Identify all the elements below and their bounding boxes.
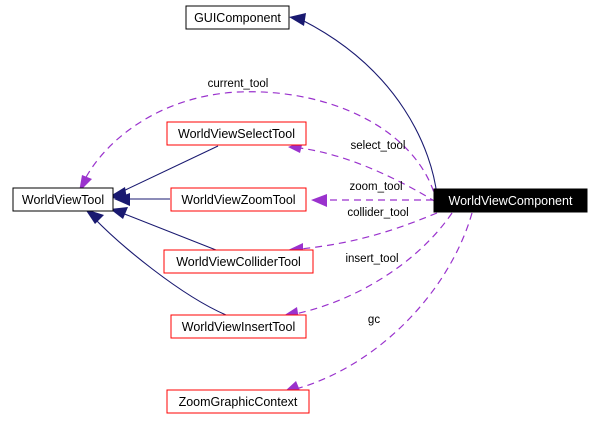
node-zoom-graphic-context[interactable]: ZoomGraphicContext (166, 389, 310, 414)
node-box-gui-component[interactable] (185, 5, 290, 30)
node-label-gui-component: GUIComponent (194, 11, 281, 25)
node-box-world-view-tool[interactable] (12, 187, 114, 212)
node-box-world-view-zoom-tool[interactable] (170, 187, 307, 212)
association-line-select-tool (299, 147, 437, 203)
edge-collider-inherits-tool (110, 207, 217, 251)
node-label-world-view-select-tool: WorldViewSelectTool (178, 127, 295, 141)
node-world-view-zoom-tool[interactable]: WorldViewZoomTool (170, 187, 307, 212)
edge-current-tool: current_tool (79, 78, 438, 204)
node-world-view-collider-tool[interactable]: WorldViewColliderTool (163, 249, 314, 274)
node-box-zoom-graphic-context[interactable] (166, 389, 310, 414)
node-label-zoom-graphic-context: ZoomGraphicContext (179, 395, 298, 409)
edge-insert-inherits-tool (85, 209, 227, 316)
node-label-world-view-tool: WorldViewTool (22, 193, 104, 207)
node-label-world-view-collider-tool: WorldViewColliderTool (176, 255, 301, 269)
edge-label-gc: gc (368, 314, 380, 326)
node-gui-component[interactable]: GUIComponent (185, 5, 290, 30)
edge-collider-tool: collider_tool (288, 207, 438, 256)
inheritance-arrowhead-guicomponent (289, 13, 306, 26)
association-line-gc (295, 212, 473, 390)
node-label-world-view-component: WorldViewComponent (449, 194, 573, 208)
edge-gc: gc (284, 212, 473, 393)
node-world-view-select-tool[interactable]: WorldViewSelectTool (166, 121, 307, 146)
node-world-view-insert-tool[interactable]: WorldViewInsertTool (170, 314, 307, 339)
edge-label-select-tool: select_tool (351, 140, 406, 152)
node-label-world-view-insert-tool: WorldViewInsertTool (182, 320, 295, 334)
edge-label-zoom-tool: zoom_tool (349, 181, 402, 193)
edge-label-insert-tool: insert_tool (345, 253, 398, 265)
inheritance-arrowhead-insert (85, 209, 104, 224)
edge-label-current-tool: current_tool (208, 78, 269, 90)
association-line-current-tool (83, 91, 438, 204)
association-line-collider-tool (299, 212, 438, 250)
inheritance-arrowhead-collider (110, 207, 128, 219)
edge-component-inherits-guicomponent (289, 13, 438, 197)
node-box-world-view-component[interactable] (433, 188, 588, 213)
inheritance-line-select-tool (118, 145, 219, 194)
node-box-world-view-insert-tool[interactable] (170, 314, 307, 339)
node-label-world-view-zoom-tool: WorldViewZoomTool (181, 193, 295, 207)
association-arrowhead-zoom-tool (311, 194, 327, 207)
node-world-view-tool[interactable]: WorldViewTool (12, 187, 114, 212)
node-box-world-view-collider-tool[interactable] (163, 249, 314, 274)
edge-zoom-inherits-tool (114, 193, 170, 206)
inheritance-line-component-guicomponent (301, 19, 438, 197)
node-world-view-component[interactable]: WorldViewComponent (433, 188, 588, 213)
edge-zoom-tool: zoom_tool (311, 181, 433, 207)
inheritance-line-collider-tool (121, 212, 217, 251)
edge-label-collider-tool: collider_tool (347, 207, 408, 219)
inheritance-arrowhead-zoom (114, 193, 130, 206)
inheritance-line-insert-tool (93, 217, 227, 316)
node-box-world-view-select-tool[interactable] (166, 121, 307, 146)
